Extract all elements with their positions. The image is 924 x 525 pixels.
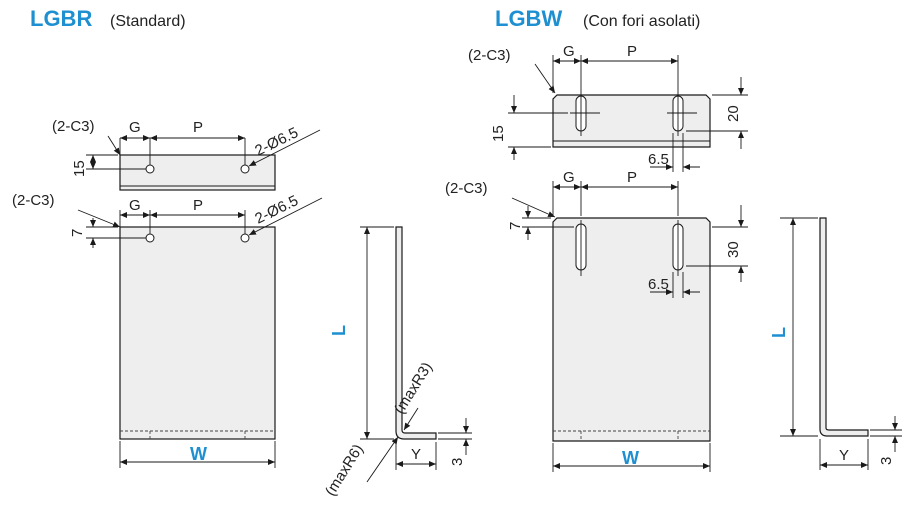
lgbr-front-hole-label: 2-Ø6.5 [252, 192, 301, 227]
lgbr-front-p-label: P [193, 197, 203, 214]
lgbw-front-offset: 7 [507, 222, 524, 230]
lgbr-front-g-label: G [129, 197, 141, 214]
lgbr-top-plate [119, 154, 276, 191]
lgbr-top-view: G P (2-C3) 2-Ø6.5 15 [52, 118, 321, 191]
lgbr-front-view: G P (2-C3) 2-Ø6.5 7 W [12, 192, 323, 468]
lgbw-top-plate [552, 94, 711, 148]
lgbw-front-p-label: P [627, 169, 637, 186]
lgbr-side-y: Y [411, 446, 421, 463]
lgbr-width-label: W [190, 444, 207, 464]
lgbr-front-offset: 7 [69, 229, 86, 237]
lgbw-side-view: L Y 3 [769, 217, 902, 470]
lgbw-subtitle: (Con fori asolati) [583, 13, 700, 30]
lgbr-top-hole-2 [240, 164, 250, 174]
lgbw-top-height: 15 [490, 125, 507, 142]
lgbw-front-chamfer: (2-C3) [445, 180, 488, 197]
lgbw-top-chamfer: (2-C3) [468, 47, 511, 64]
lgbr-front-hole-1 [145, 233, 155, 243]
lgbw-side-thickness: 3 [878, 457, 895, 465]
lgbr-side-profile [395, 226, 437, 440]
lgbr-side-length: L [329, 325, 349, 336]
lgbr-top-p-label: P [193, 119, 203, 136]
lgbw-side-profile [819, 217, 869, 437]
lgbr-front-plate [119, 226, 276, 440]
lgbr-top-hole-1 [145, 164, 155, 174]
lgbr-title: LGBR [30, 6, 92, 31]
lgbr-side-thickness: 3 [449, 458, 466, 466]
lgbw-header: LGBW (Con fori asolati) [495, 6, 700, 31]
lgbr-top-height: 15 [71, 160, 88, 177]
lgbr-header: LGBR (Standard) [30, 6, 186, 31]
lgbw-side-length: L [769, 327, 789, 338]
lgbr-top-chamfer: (2-C3) [52, 118, 95, 135]
lgbr-side-view: L Y 3 (maxR3) (maxR6) [322, 226, 472, 499]
lgbr-front-chamfer: (2-C3) [12, 192, 55, 209]
lgbw-front-plate [552, 217, 711, 442]
lgbw-top-g-label: G [563, 43, 575, 60]
lgbw-front-slot-len: 30 [725, 241, 742, 258]
lgbw-front-g-label: G [563, 169, 575, 186]
lgbw-side-y: Y [839, 447, 849, 464]
lgbw-title: LGBW [495, 6, 562, 31]
lgbr-side-radius-outer: (maxR6) [322, 441, 367, 499]
lgbw-top-view: G P (2-C3) 15 20 6.5 [468, 43, 748, 172]
lgbr-top-g-label: G [129, 119, 141, 136]
lgbr-top-hole-label: 2-Ø6.5 [252, 124, 301, 159]
lgbw-front-view: G P (2-C3) 7 30 6.5 W [445, 169, 748, 472]
lgbw-width-label: W [622, 448, 639, 468]
lgbw-top-p-label: P [627, 43, 637, 60]
lgbr-subtitle: (Standard) [110, 13, 186, 30]
lgbw-front-slot-width: 6.5 [648, 276, 669, 293]
lgbw-top-slot-width: 6.5 [648, 151, 669, 168]
lgbr-front-hole-2 [240, 233, 250, 243]
lgbw-top-slot-len: 20 [725, 105, 742, 122]
